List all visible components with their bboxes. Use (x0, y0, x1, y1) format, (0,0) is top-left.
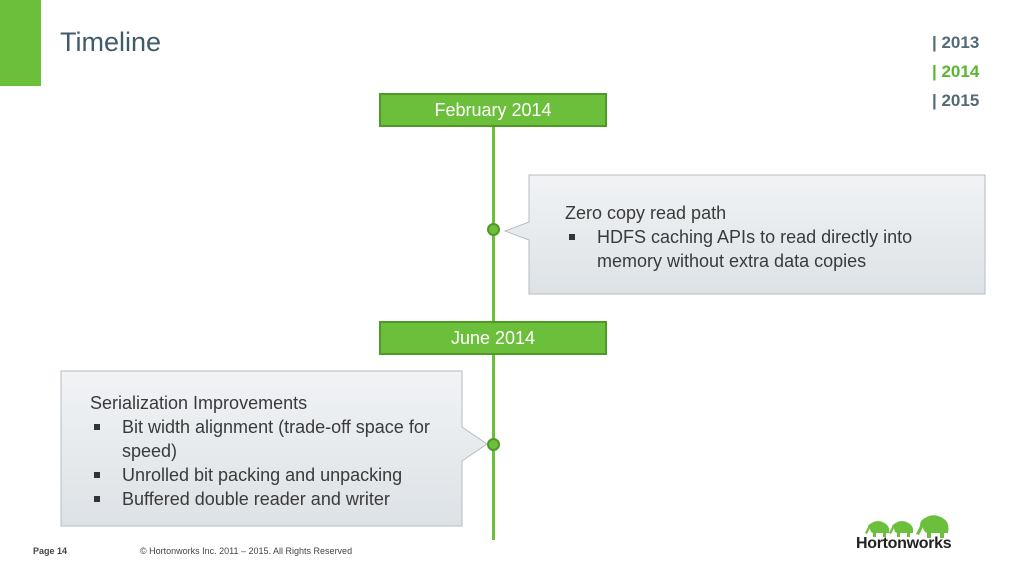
copyright: © Hortonworks Inc. 2011 – 2015. All Righ… (140, 546, 353, 556)
year-nav: | 2013 | 2014 | 2015 (932, 28, 979, 115)
slide-title: Timeline (60, 27, 162, 57)
year-2013[interactable]: | 2013 (932, 33, 980, 52)
timeline-marker (487, 223, 500, 236)
logo-text: Hortonworks (856, 535, 952, 552)
timeline-marker (487, 438, 500, 451)
year-2014[interactable]: | 2014 (932, 62, 980, 81)
callout-heading: Zero copy read path (565, 203, 727, 223)
callout-serialization: Serialization Improvements Bit width ali… (90, 391, 450, 511)
callout-zero-copy: Zero copy read path HDFS caching APIs to… (565, 201, 965, 273)
list-item: Buffered double reader and writer (90, 487, 450, 511)
list-item: Bit width alignment (trade-off space for… (90, 415, 450, 463)
callout-heading: Serialization Improvements (90, 393, 308, 413)
list-item: Unrolled bit packing and unpacking (90, 463, 450, 487)
callout-right-shape (503, 174, 986, 295)
callout-left-shape (60, 370, 488, 527)
date-june-2014: June 2014 (379, 321, 607, 355)
year-2015[interactable]: | 2015 (932, 91, 980, 110)
date-february-2014: February 2014 (379, 93, 607, 127)
accent-bar (0, 0, 41, 86)
page-number: Page 14 (33, 546, 68, 556)
list-item: HDFS caching APIs to read directly into … (565, 225, 965, 273)
elephants-icon (865, 515, 949, 538)
